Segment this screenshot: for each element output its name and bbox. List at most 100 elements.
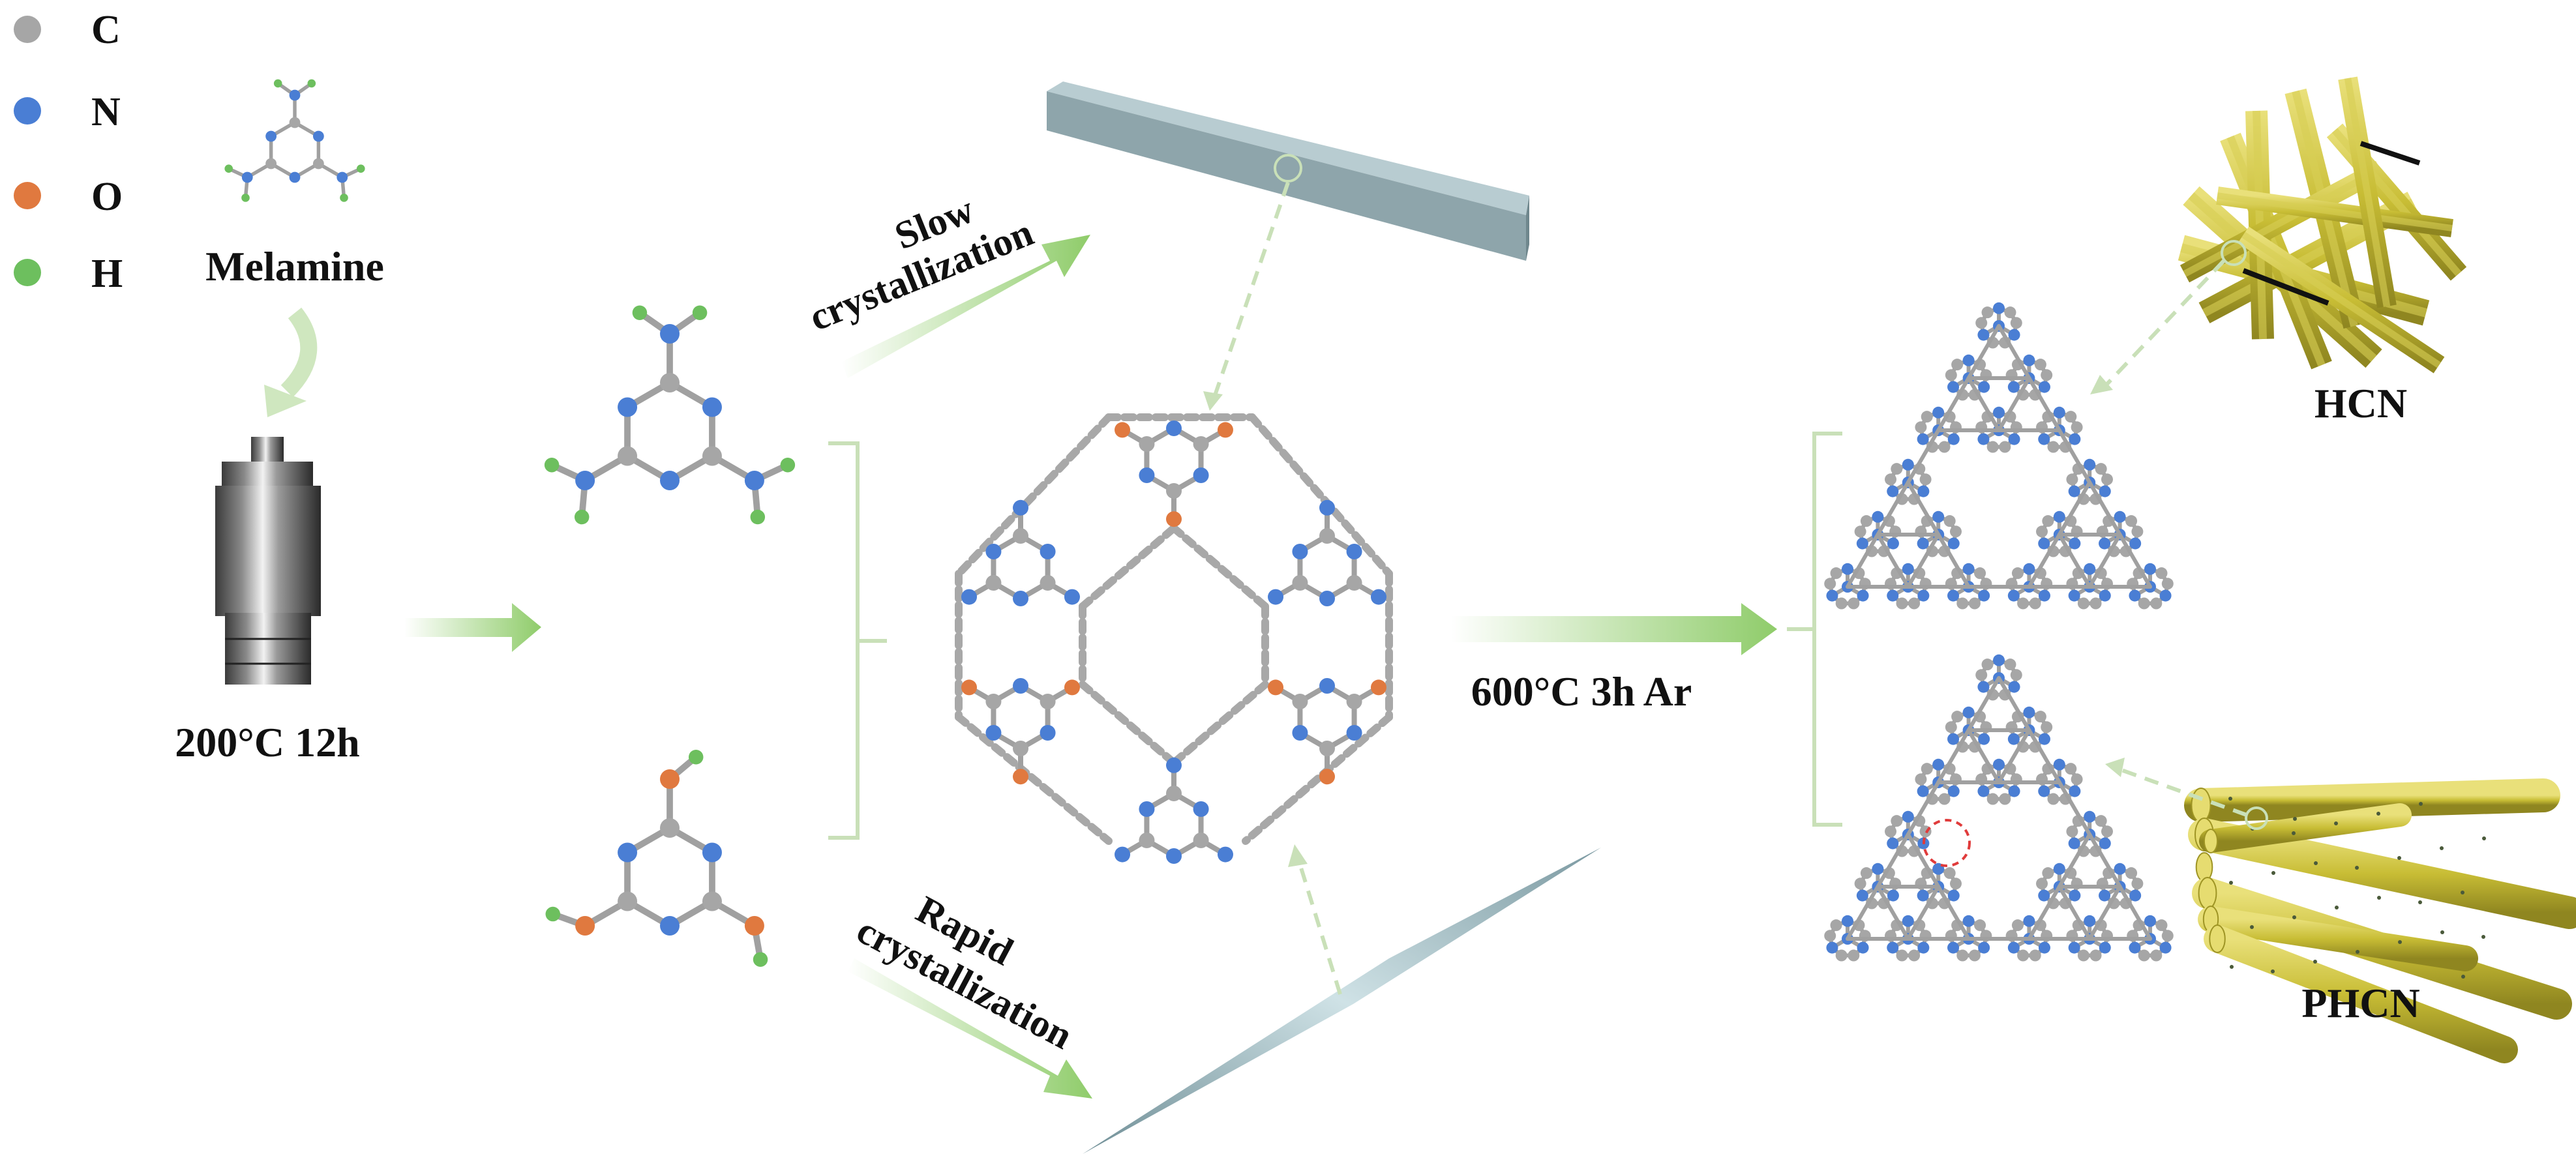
carbon-atom [1949, 878, 1962, 890]
nitrogen-atom [702, 397, 722, 417]
rod-shadow [2242, 268, 2329, 306]
rod-highlight [2241, 231, 2441, 368]
nitrogen-atom [1978, 589, 1990, 602]
nitrogen-atom [1292, 725, 1308, 741]
pore [2355, 866, 2359, 870]
carbon-atom [2155, 567, 2168, 580]
oxygen-atom [1370, 679, 1386, 696]
nitrogen-atom [2114, 510, 2126, 523]
nitrogen-atom [2084, 563, 2096, 575]
carbon-atom [2066, 825, 2078, 838]
pore [2398, 940, 2402, 944]
nitrogen-atom [2023, 706, 2035, 718]
nitrogen-atom [2084, 915, 2096, 927]
nitrogen-atom [2007, 589, 2020, 602]
nitrogen-atom [1872, 863, 1884, 875]
nitrogen-atom [2053, 406, 2065, 419]
bond [2088, 533, 2122, 589]
carbon-atom [1938, 441, 1951, 453]
nitrogen-atom [1947, 381, 1960, 393]
carbon-atom [2004, 658, 2016, 671]
carbon-atom [289, 117, 301, 128]
nitrogen-atom [2129, 941, 2141, 954]
hydrogen-bonded-network [955, 413, 1393, 864]
carbon-atom [1860, 867, 1872, 879]
carbon-atom [702, 891, 722, 911]
pore [2230, 965, 2234, 969]
nitrogen-atom [1993, 758, 2005, 771]
carbon-atom [1968, 949, 1981, 962]
nitrogen-atom [2099, 589, 2111, 602]
nitrogen-atom [2068, 589, 2080, 602]
nitrogen-atom [1978, 381, 1990, 393]
melamine-arrow-head [264, 385, 307, 417]
nitrogen-atom [2053, 510, 2065, 523]
nitrogen-atom [744, 471, 764, 490]
oxygen-atom [1166, 511, 1182, 527]
carbon-atom [702, 446, 722, 466]
melamine-molecule-small [224, 79, 365, 202]
nitrogen-atom [1166, 757, 1182, 773]
oxygen-atom [1064, 679, 1080, 696]
bond [1906, 480, 1941, 537]
nitrogen-atom [2159, 941, 2172, 954]
nitrogen-atom [2068, 837, 2080, 849]
nitrogen-atom [575, 471, 595, 490]
carbon-atom [2042, 867, 2054, 879]
carbon-atom [2029, 949, 2041, 962]
pore [2418, 900, 2422, 904]
nitrogen-atom [1193, 467, 1209, 483]
nitrogen-atom-swatch [14, 97, 41, 125]
nitrogen-atom [1917, 941, 1930, 954]
carbon-atom [2017, 597, 2029, 610]
carbon-atom [985, 694, 1002, 709]
carbon-atom [2089, 597, 2102, 610]
bond [1966, 324, 2001, 380]
rod-end-cap [2195, 852, 2213, 882]
nitrogen-atom [1947, 889, 1960, 902]
nitrogen-atom [1166, 421, 1182, 436]
pore [2271, 871, 2275, 875]
cyanuric-acid-molecule [545, 750, 768, 967]
nitrogen-atom [2038, 941, 2050, 954]
carbon-atom [2131, 525, 2144, 538]
carbon-atom [1193, 833, 1209, 848]
carbon-atom [2089, 949, 2102, 962]
nitrogen-atom [1346, 725, 1362, 741]
atom-legend: C N O H [14, 8, 123, 296]
carbon-atom [1854, 878, 1866, 890]
bond [1906, 533, 1941, 589]
hydrogen-bond [1248, 413, 1393, 578]
nitrogen-atom [2129, 589, 2141, 602]
hydrogen-bond [1170, 524, 1269, 610]
nitrogen-atom [1902, 915, 1914, 927]
carbon-atom [2161, 578, 2174, 590]
prism-zoom-arrowhead [1203, 391, 1223, 411]
nitrogen-atom [1887, 941, 1899, 954]
carbon-atom [1854, 525, 1866, 538]
carbon-atom [1943, 867, 1956, 879]
carbon-atom [1139, 436, 1155, 452]
nitrogen-atom [2038, 889, 2050, 902]
autoclave-icon [215, 437, 321, 685]
nitrogen-atom [1319, 499, 1335, 516]
nitrogen-atom [1917, 537, 1929, 550]
bond [1906, 428, 1941, 484]
nitrogen-atom [2069, 537, 2081, 550]
nitrogen-atom [1040, 725, 1056, 741]
carbon-atom [1848, 597, 1860, 610]
hydrogen-atom [544, 457, 560, 473]
nitrogen-atom [1319, 678, 1335, 694]
carbon-atom [2138, 949, 2150, 962]
carbon-atom [1830, 919, 1842, 932]
nitrogen-atom [2008, 681, 2020, 693]
nitrogen-atom [1977, 329, 1990, 341]
bond [1966, 728, 2001, 784]
porous-rod [2204, 925, 2518, 1063]
nitrogen-atom [2053, 758, 2065, 771]
carbon-atom [1938, 793, 1951, 805]
oxygen-atom [961, 679, 978, 696]
hydrogen-atom [545, 906, 561, 922]
carbon-atom [1166, 786, 1182, 801]
